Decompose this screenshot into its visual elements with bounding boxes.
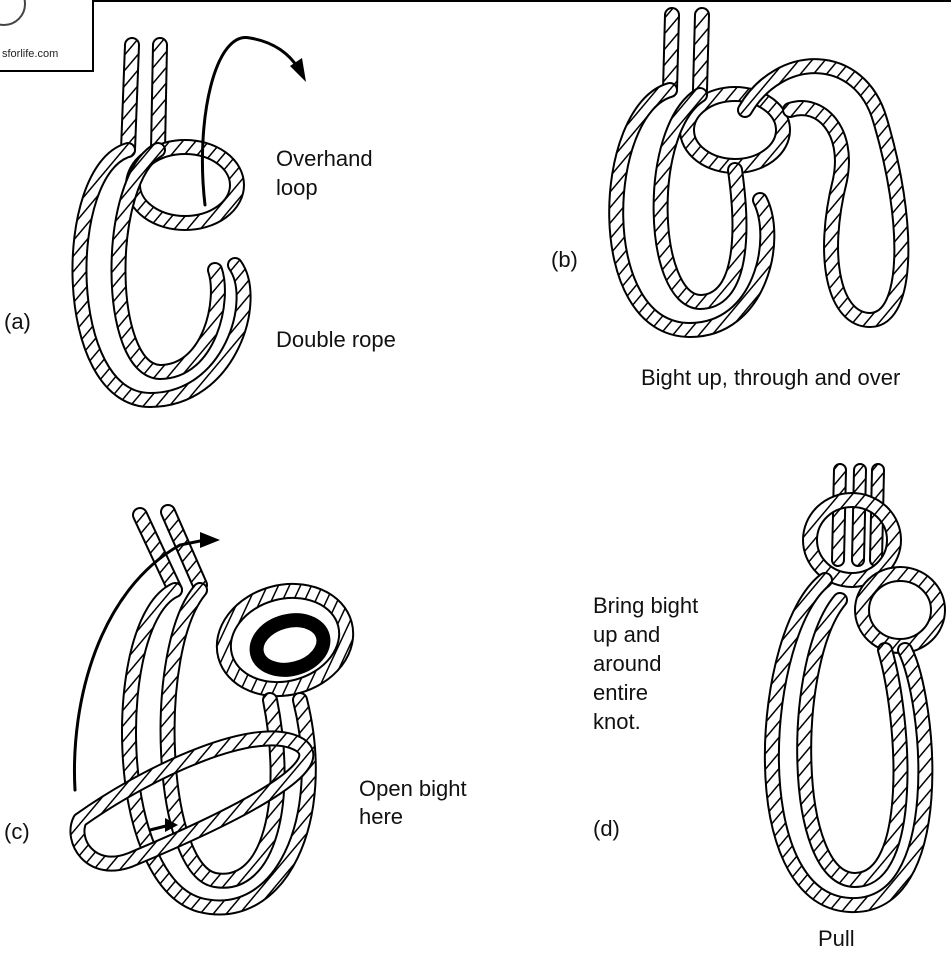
overhand-label: Overhand	[276, 145, 373, 173]
bring-bight-label: Bring bight	[593, 592, 698, 620]
panel-a-id: (a)	[4, 308, 31, 336]
double-rope-label: Double rope	[276, 326, 396, 354]
open-bight-label: Open bight	[359, 775, 467, 803]
panel-c-drawing	[74, 512, 357, 907]
panel-d-id: (d)	[593, 815, 620, 843]
up-and-label: up and	[593, 621, 660, 649]
pull-caption: Pull	[818, 925, 855, 953]
panel-b-id: (b)	[551, 246, 578, 274]
knot-label: knot.	[593, 708, 641, 736]
here-label: here	[359, 803, 403, 831]
panel-c-id: (c)	[4, 818, 30, 846]
panel-b-drawing	[616, 15, 901, 330]
around-label: around	[593, 650, 662, 678]
bight-up-caption: Bight up, through and over	[641, 364, 900, 392]
panel-d-drawing	[772, 470, 938, 905]
loop-label: loop	[276, 174, 318, 202]
panel-a-drawing	[79, 38, 306, 400]
entire-label: entire	[593, 679, 648, 707]
